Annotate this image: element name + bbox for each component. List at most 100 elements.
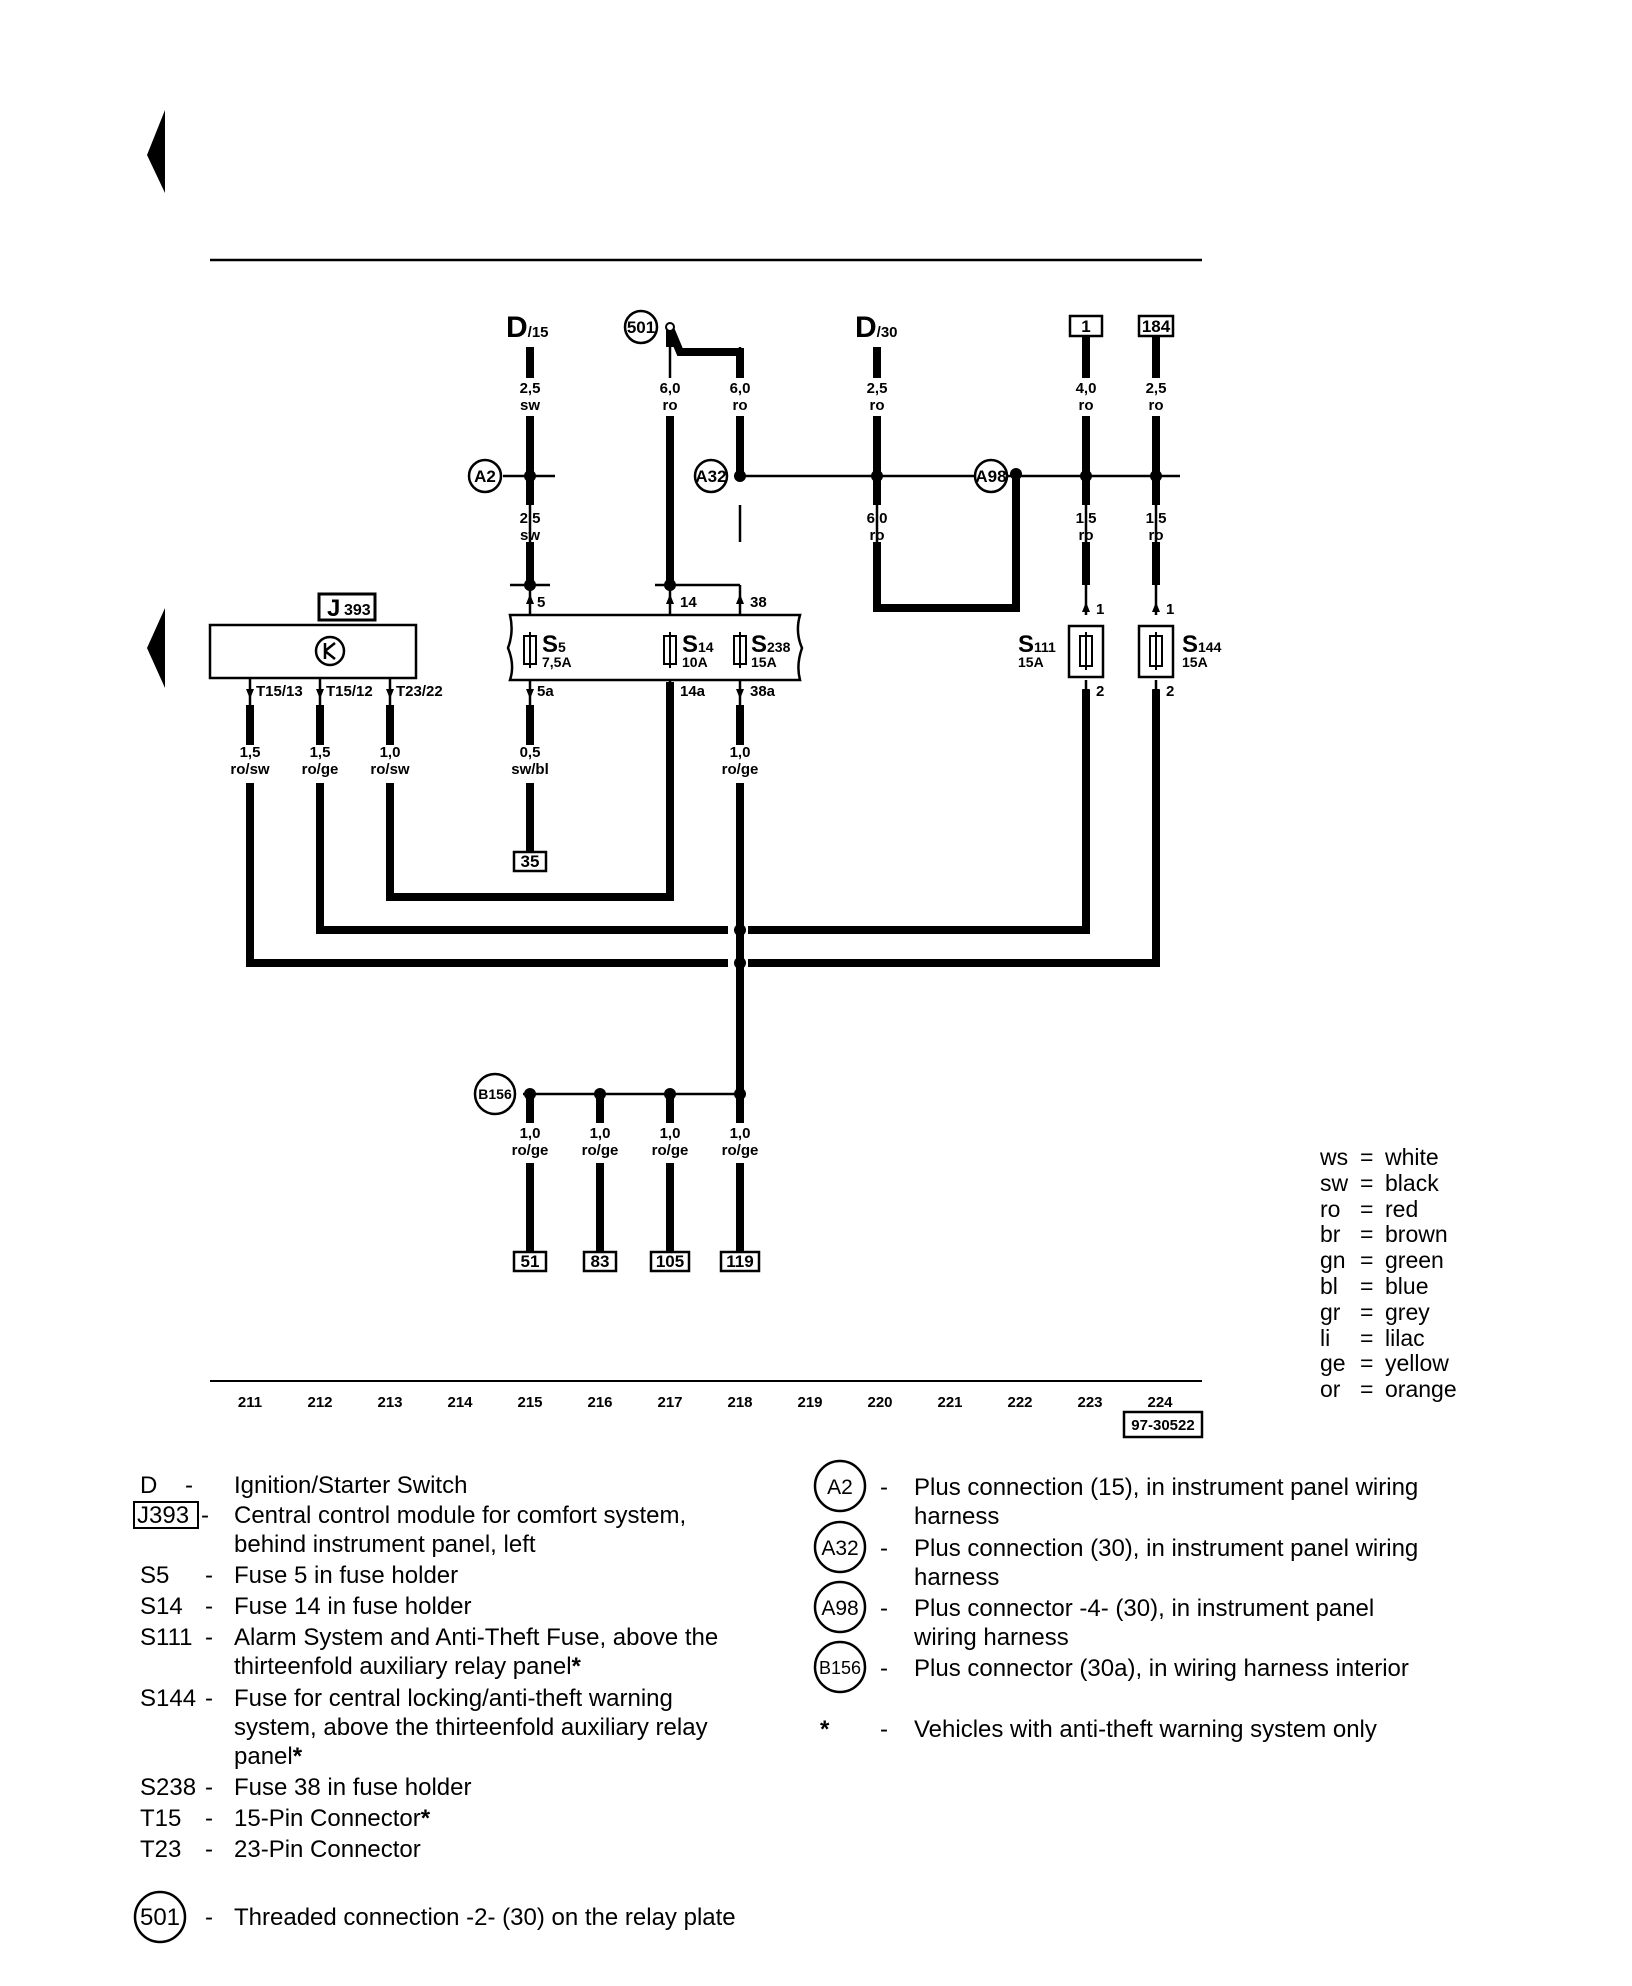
svg-text:harness: harness — [914, 1564, 999, 1591]
svg-text:2,5: 2,5 — [867, 380, 888, 397]
svg-text:ro/ge: ro/ge — [512, 1142, 549, 1159]
color-code: ge — [1320, 1350, 1346, 1377]
wire-labels: 2,5 sw 2,5 sw 6,0 ro 6,0 ro 2,5 ro 6,0 r… — [230, 380, 1166, 1159]
color-code: gr — [1320, 1298, 1341, 1325]
svg-text:15A: 15A — [1018, 654, 1044, 670]
terminal-d15: D/15 — [506, 311, 549, 344]
svg-text:T15/13: T15/13 — [256, 683, 303, 700]
svg-text:A2: A2 — [474, 467, 496, 486]
svg-text:S111: S111 — [140, 1624, 193, 1651]
svg-text:A98: A98 — [975, 467, 1006, 486]
svg-text:Plus connection (30), in instr: Plus connection (30), in instrument pane… — [914, 1535, 1418, 1562]
color-code-row: ge=yellow — [1320, 1350, 1457, 1377]
equals-sign: = — [1360, 1324, 1374, 1351]
svg-text:ro: ro — [1149, 527, 1164, 544]
svg-text:S5: S5 — [140, 1562, 169, 1589]
svg-text:Alarm System and Anti-Theft Fu: Alarm System and Anti-Theft Fuse, above … — [234, 1624, 718, 1651]
svg-text:14: 14 — [680, 594, 697, 611]
svg-text:Threaded connection -2- (30) o: Threaded connection -2- (30) on the rela… — [234, 1904, 736, 1931]
svg-text:ro: ro — [663, 397, 678, 414]
color-name: lilac — [1385, 1324, 1425, 1351]
terminal-501: 501 — [623, 309, 675, 345]
svg-text:-: - — [880, 1716, 888, 1743]
connection-a2: A2 — [467, 458, 503, 494]
svg-text:ro/ge: ro/ge — [722, 1142, 759, 1159]
svg-text:ro/sw: ro/sw — [370, 761, 410, 778]
svg-text:-: - — [880, 1655, 888, 1682]
svg-text:105: 105 — [656, 1252, 684, 1271]
svg-text:Plus connection (15), in instr: Plus connection (15), in instrument pane… — [914, 1474, 1418, 1501]
color-code-row: li=lilac — [1320, 1324, 1457, 1352]
current-track-number: 223 — [1077, 1394, 1102, 1411]
current-track-number: 217 — [657, 1394, 682, 1411]
svg-text:Central control module for com: Central control module for comfort syste… — [234, 1502, 686, 1529]
terminal-box-184: 184 — [1137, 314, 1175, 338]
color-code: ro — [1320, 1195, 1341, 1222]
svg-text:ro/sw: ro/sw — [230, 761, 270, 778]
color-code: ws — [1320, 1144, 1349, 1170]
svg-text:23-Pin Connector: 23-Pin Connector — [234, 1836, 421, 1863]
color-name: blue — [1385, 1272, 1429, 1299]
equals-sign: = — [1360, 1247, 1374, 1274]
color-name: white — [1385, 1144, 1439, 1170]
svg-text:1,5: 1,5 — [310, 744, 331, 761]
svg-text:1: 1 — [1096, 601, 1104, 618]
svg-text:15A: 15A — [1182, 654, 1208, 670]
svg-text:ro: ro — [870, 527, 885, 544]
current-track-number: 215 — [517, 1394, 542, 1411]
equals-sign: = — [1360, 1195, 1374, 1222]
svg-text:S5: S5 — [542, 631, 566, 658]
svg-text:10A: 10A — [682, 654, 708, 670]
svg-text:-: - — [205, 1904, 213, 1931]
svg-text:A98: A98 — [821, 1597, 858, 1620]
svg-text:119: 119 — [726, 1252, 753, 1271]
color-code: bl — [1320, 1272, 1338, 1299]
previous-page-arrow-icon[interactable] — [147, 110, 165, 193]
svg-text:-: - — [205, 1593, 213, 1620]
terminal-box-83: 83 — [582, 1250, 618, 1273]
svg-text:S238: S238 — [751, 631, 791, 658]
svg-text:Fuse for central locking/anti-: Fuse for central locking/anti-theft warn… — [234, 1685, 673, 1712]
terminal-box-1: 1 — [1068, 314, 1104, 338]
svg-text:Fuse 38 in fuse holder: Fuse 38 in fuse holder — [234, 1774, 471, 1801]
svg-text:0,5: 0,5 — [520, 744, 541, 761]
svg-text:Fuse 5 in fuse holder: Fuse 5 in fuse holder — [234, 1562, 458, 1589]
svg-text:-: - — [880, 1595, 888, 1622]
equals-sign: = — [1360, 1350, 1374, 1377]
svg-text:ro/ge: ro/ge — [652, 1142, 689, 1159]
module-j393: J 393 — [208, 592, 418, 680]
svg-text:2,5: 2,5 — [520, 510, 541, 527]
current-track-number: 224 — [1147, 1394, 1173, 1411]
svg-text:1,0: 1,0 — [730, 1125, 751, 1142]
svg-text:6,0: 6,0 — [660, 380, 681, 397]
previous-page-arrow-icon[interactable] — [147, 608, 165, 688]
current-track-number: 212 — [307, 1394, 332, 1411]
svg-text:T15: T15 — [140, 1805, 181, 1832]
current-track-number: 216 — [587, 1394, 612, 1411]
svg-text:sw/bl: sw/bl — [511, 761, 549, 778]
connection-a32: A32 — [693, 458, 729, 494]
current-track-number: 220 — [867, 1394, 892, 1411]
svg-text:1: 1 — [1166, 601, 1174, 618]
component-legend-left: D - Ignition/Starter Switch J393 - Centr… — [133, 1472, 736, 1944]
color-name: green — [1385, 1247, 1444, 1274]
svg-text:501: 501 — [140, 1904, 180, 1931]
svg-text:ro: ro — [733, 397, 748, 414]
color-code-row: bl=blue — [1320, 1272, 1457, 1300]
current-track-number: 211 — [238, 1394, 262, 1411]
equals-sign: = — [1360, 1144, 1374, 1170]
svg-text:184: 184 — [1142, 317, 1171, 336]
svg-text:35: 35 — [521, 852, 540, 871]
svg-text:A32: A32 — [821, 1537, 858, 1560]
color-code-row: br=brown — [1320, 1221, 1457, 1248]
svg-text:J: J — [327, 595, 340, 622]
svg-text:S238: S238 — [140, 1774, 196, 1801]
svg-text:B156: B156 — [478, 1086, 512, 1102]
svg-text:38: 38 — [750, 594, 767, 611]
svg-text:ro/ge: ro/ge — [722, 761, 759, 778]
svg-text:A2: A2 — [827, 1476, 853, 1499]
svg-text:system, above the thirteenfold: system, above the thirteenfold auxiliary… — [234, 1714, 708, 1741]
svg-text:Fuse 14 in fuse holder: Fuse 14 in fuse holder — [234, 1593, 471, 1620]
svg-text:ro: ro — [1079, 527, 1094, 544]
svg-text:S144: S144 — [140, 1685, 196, 1712]
